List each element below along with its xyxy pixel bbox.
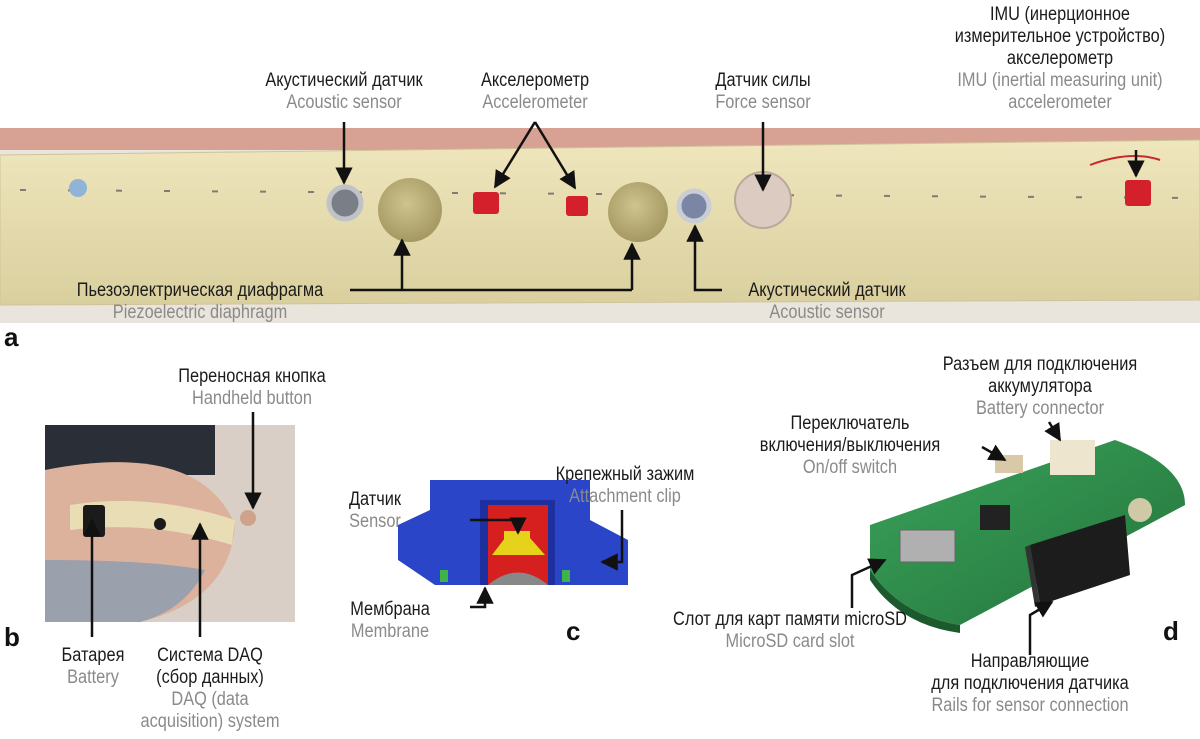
arrow-battery-conn [1044, 421, 1062, 442]
label-en: MicroSD card slot [725, 631, 855, 652]
imu-accelerometer [1125, 180, 1151, 206]
panel-letter-a: a [4, 322, 19, 352]
label-handheld-button: Переносная кнопка Handheld button [166, 366, 338, 410]
label-en: Membrane [350, 621, 430, 642]
arrow-sensor [470, 517, 527, 535]
label-en: Rails for sensor connection [931, 695, 1129, 716]
accelerometer-right [566, 196, 588, 216]
label-en: DAQ (data [171, 689, 249, 710]
accelerometer-left [473, 192, 499, 214]
label-force-sensor: Датчик силы Force sensor [694, 70, 832, 114]
label-en: Acoustic sensor [769, 302, 885, 323]
label-ru: Мембрана [350, 599, 430, 620]
label-imu: IMU (инерционное измерительное устройств… [934, 4, 1185, 114]
label-acoustic-sensor-right: Акустический датчик Acoustic sensor [728, 280, 926, 324]
label-attachment-clip: Крепежный зажим Attachment clip [543, 464, 706, 508]
label-en: Handheld button [192, 388, 312, 409]
arrow-accelerometer-right [533, 121, 577, 190]
label-sensor-rails: Направляющие для подключения датчика Rai… [910, 651, 1151, 717]
arrow-onoff [981, 444, 1007, 462]
label-en: Sensor [349, 511, 401, 532]
arrow-membrane [470, 586, 494, 609]
label-ru: акселерометр [1006, 48, 1114, 69]
piezo-disc-left [378, 178, 442, 242]
leader-lines [83, 121, 1145, 655]
panel-letter-c: c [566, 616, 581, 646]
label-en: accelerometer [1008, 92, 1112, 113]
label-ru: Переносная кнопка [178, 366, 326, 387]
label-ru: включения/выключения [759, 435, 941, 456]
label-ru: Акустический датчик [265, 70, 423, 91]
label-ru: Слот для карт памяти microSD [673, 609, 907, 630]
panel-letter-b: b [4, 622, 20, 652]
label-ru: Разъем для подключения [942, 354, 1138, 375]
label-sensor: Датчик Sensor [328, 489, 423, 533]
label-en: Battery [67, 667, 119, 688]
label-onoff-switch: Переключатель включения/выключения On/of… [747, 413, 953, 479]
panel-b-abdomen-photo [45, 425, 295, 622]
label-ru: аккумулятора [988, 376, 1092, 397]
label-battery: Батарея Battery [54, 645, 131, 689]
label-daq-system: Система DAQ (сбор данных) DAQ (data acqu… [137, 645, 283, 733]
battery-connector-part [1050, 440, 1095, 475]
label-ru: Датчик силы [715, 70, 811, 91]
arrow-rails [1028, 600, 1054, 655]
label-en: acquisition) system [140, 711, 280, 732]
label-ru: Датчик [348, 489, 402, 510]
acoustic-sensor-right [676, 188, 712, 224]
label-accelerometer: Акселерометр Accelerometer [458, 70, 613, 114]
label-battery-connector: Разъем для подключения аккумулятора Batt… [924, 354, 1156, 420]
label-ru: Направляющие [970, 651, 1090, 672]
label-en: Attachment clip [569, 486, 681, 507]
label-piezo-diaphragm: Пьезоэлектрическая диафрагма Piezoelectr… [62, 280, 337, 324]
panel-a-belt-photo [0, 128, 1200, 323]
panel-letter-d: d [1163, 616, 1179, 646]
label-ru: для подключения датчика [931, 673, 1129, 694]
label-en: IMU (inertial measuring unit) [957, 70, 1163, 91]
label-ru: Переключатель [790, 413, 910, 434]
label-ru: Батарея [61, 645, 125, 666]
label-en: Accelerometer [482, 92, 588, 113]
sensor-rails-part [1030, 515, 1130, 605]
label-ru: Система DAQ [157, 645, 263, 666]
label-ru: измерительное устройство) [954, 26, 1166, 47]
battery-pack [83, 505, 105, 537]
label-en: Battery connector [975, 398, 1105, 419]
microsd-slot-part [899, 529, 956, 563]
label-en: On/off switch [802, 457, 898, 478]
daq-box [154, 518, 166, 530]
label-membrane: Мембрана Membrane [338, 599, 441, 643]
panel-d-pcb [870, 440, 1185, 633]
label-acoustic-sensor-left: Акустический датчик Acoustic sensor [241, 70, 447, 114]
acoustic-sensor-left [326, 184, 364, 222]
arrow-microsd [850, 558, 887, 608]
arrow-acoustic-right [686, 224, 722, 292]
label-ru: (сбор данных) [156, 667, 264, 688]
label-ru: Акселерометр [480, 70, 590, 91]
label-ru: Пьезоэлектрическая диафрагма [76, 280, 324, 301]
label-en: Force sensor [715, 92, 811, 113]
piezo-disc-right [608, 182, 668, 242]
label-ru: Акустический датчик [748, 280, 906, 301]
label-ru: IMU (инерционное [989, 4, 1131, 25]
label-ru: Крепежный зажим [555, 464, 695, 485]
arrow-accelerometer-left [493, 121, 537, 189]
label-microsd-slot: Слот для карт памяти microSD MicroSD car… [661, 609, 919, 653]
arrow-clip [600, 510, 624, 571]
hand [240, 510, 256, 526]
belt-button-dot [69, 179, 87, 197]
label-en: Acoustic sensor [286, 92, 402, 113]
label-en: Piezoelectric diaphragm [112, 302, 288, 323]
